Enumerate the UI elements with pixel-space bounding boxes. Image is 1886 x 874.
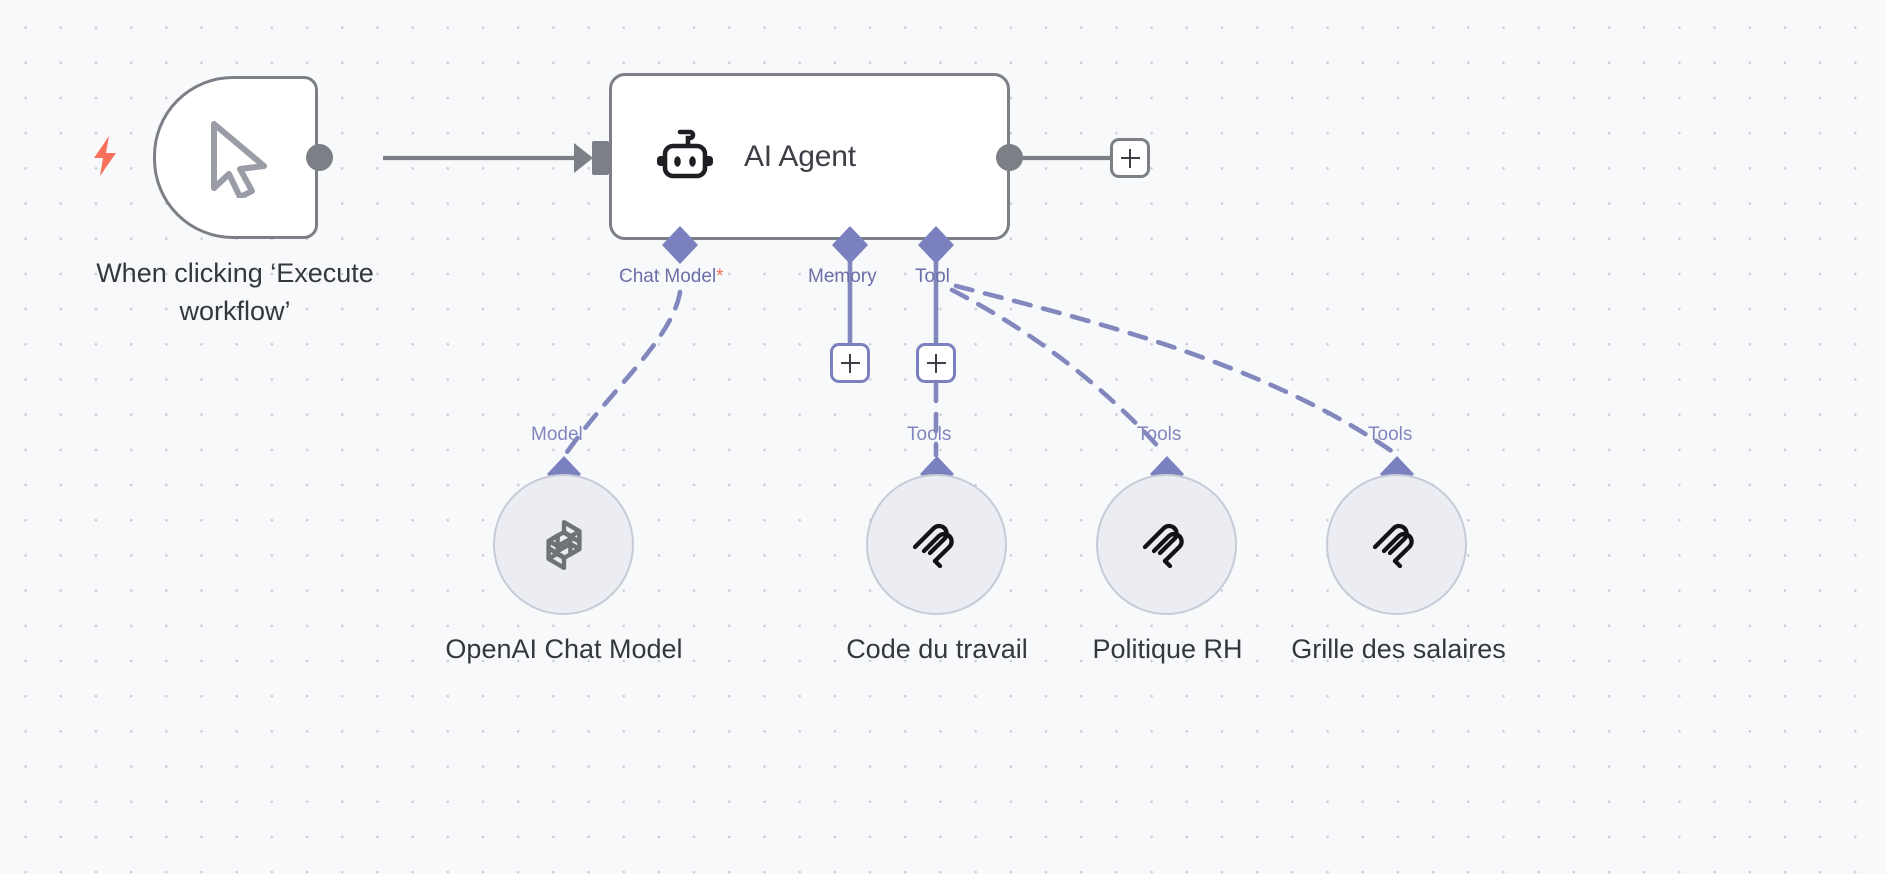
port-diamond-chat-model[interactable]	[659, 224, 701, 266]
squarespace-tool-icon	[1142, 523, 1184, 568]
node-caption-trigger: When clicking ‘Execute workflow’	[96, 258, 374, 326]
node-caption-openai-chat-model: OpenAI Chat Model	[445, 634, 683, 664]
plus-icon	[926, 353, 946, 373]
openai-icon	[545, 519, 582, 570]
add-memory-button[interactable]	[830, 343, 870, 383]
squarespace-tool-icon	[912, 523, 954, 568]
node-caption-grille-des-salaires: Grille des salaires	[1291, 634, 1506, 664]
port-label-chat-model-text: Chat Model	[619, 266, 717, 287]
agent-input-arrow	[574, 143, 593, 173]
agent-output-port[interactable]	[996, 144, 1023, 171]
node-caption-code-du-travail: Code du travail	[846, 634, 1028, 664]
plus-icon	[1120, 148, 1140, 168]
add-main-connection-button[interactable]	[1110, 138, 1150, 178]
node-politique-rh[interactable]	[1096, 474, 1237, 615]
port-label-tool: Tool	[915, 266, 950, 287]
agent-node-label: AI Agent	[744, 139, 856, 173]
connection-label-tools-2: Tools	[1137, 424, 1182, 445]
trigger-output-port[interactable]	[306, 144, 333, 171]
node-openai-chat-model[interactable]	[493, 474, 634, 615]
agent-input-port[interactable]	[592, 141, 609, 175]
add-tool-button[interactable]	[916, 343, 956, 383]
node-when-clicking-execute-workflow[interactable]	[153, 76, 318, 239]
connection-label-tools-3: Tools	[1368, 424, 1413, 445]
connection-label-model: Model	[531, 424, 583, 445]
node-caption-politique-rh: Politique RH	[1092, 634, 1243, 664]
connection-label-tools-1: Tools	[907, 424, 952, 445]
port-diamond-tool[interactable]	[915, 224, 957, 266]
lightning-bolt-icon	[94, 136, 116, 176]
port-label-memory: Memory	[808, 266, 877, 287]
node-ai-agent[interactable]: AI Agent	[609, 73, 1010, 240]
plus-icon	[840, 353, 860, 373]
port-label-chat-model: Chat Model*	[619, 266, 724, 288]
required-asterisk: *	[716, 266, 724, 287]
node-code-du-travail[interactable]	[866, 474, 1007, 615]
node-grille-des-salaires[interactable]	[1326, 474, 1467, 615]
robot-icon	[657, 129, 713, 178]
port-diamond-memory[interactable]	[829, 224, 871, 266]
cursor-icon	[210, 120, 267, 198]
squarespace-tool-icon	[1372, 523, 1414, 568]
